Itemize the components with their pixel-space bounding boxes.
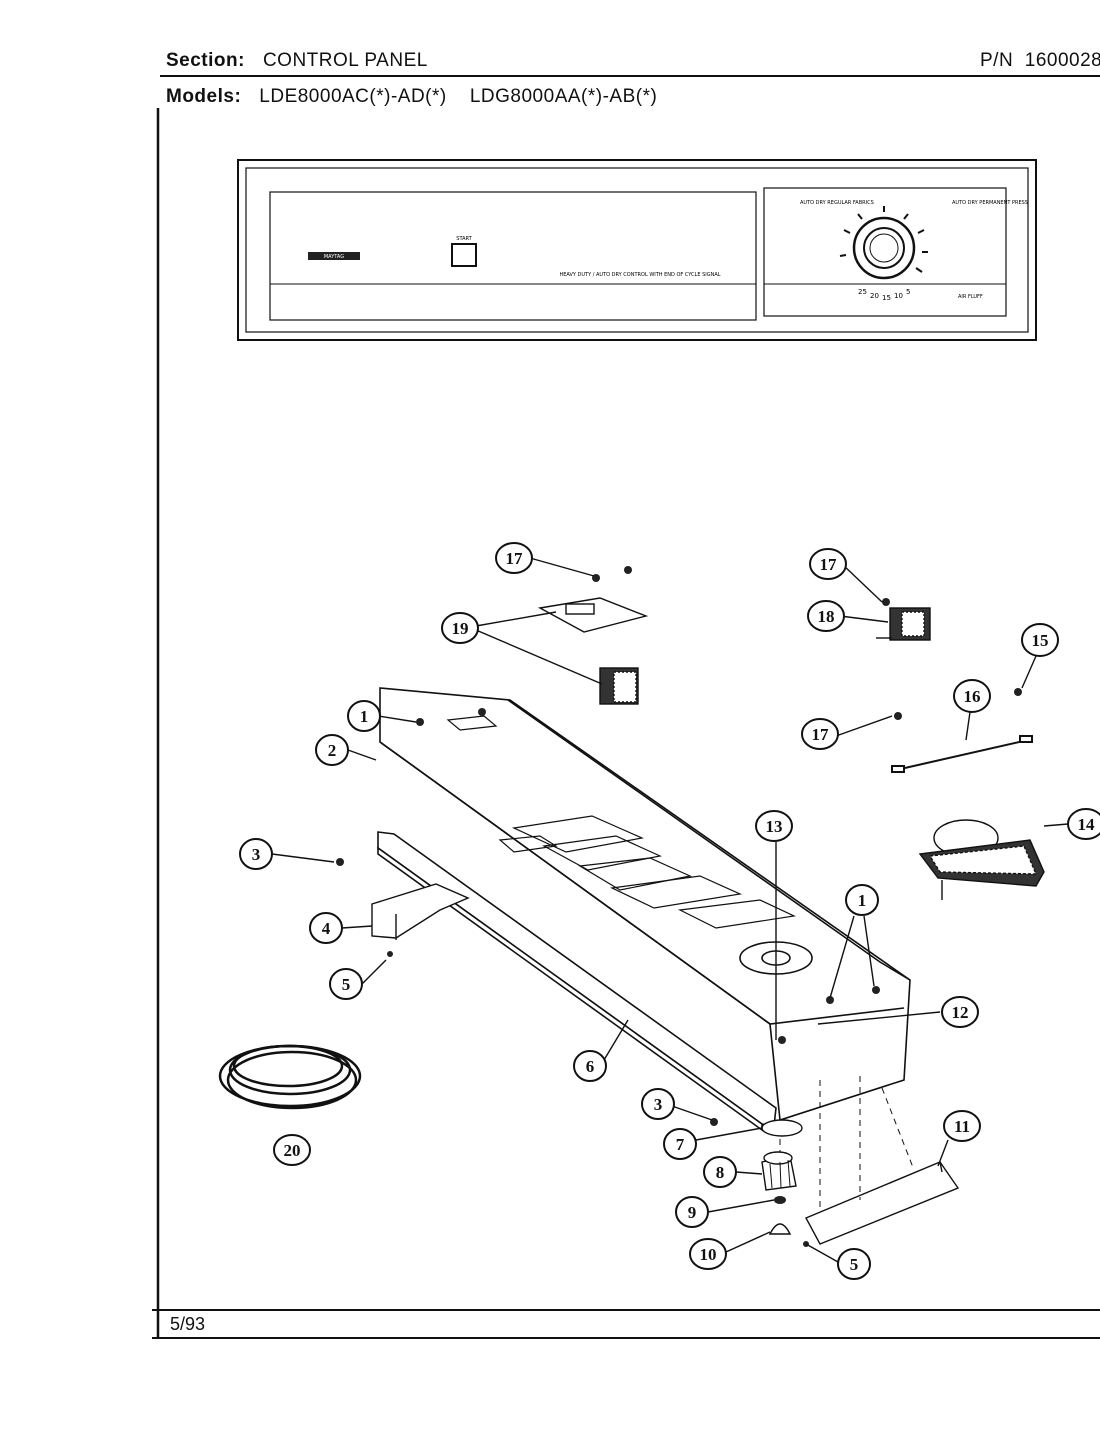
callout-12: 12 xyxy=(941,996,979,1028)
models-header: Models: LDE8000AC(*)-AD(*) LDG8000AA(*)-A… xyxy=(166,86,657,108)
cycle-signal-label: HEAVY DUTY / AUTO DRY CONTROL WITH END O… xyxy=(559,272,720,278)
callout-11: 11 xyxy=(943,1110,981,1142)
svg-text:2: 2 xyxy=(328,741,337,760)
svg-text:14: 14 xyxy=(1078,815,1096,834)
svg-text:13: 13 xyxy=(766,817,783,836)
pn-label: P/N xyxy=(980,50,1014,71)
section-value: CONTROL PANEL xyxy=(262,50,428,71)
knob-8-part xyxy=(761,1151,797,1191)
wire-harness-part xyxy=(218,1044,362,1110)
svg-text:6: 6 xyxy=(586,1057,595,1076)
revision-date: 5/93 xyxy=(170,1314,206,1334)
pn-value: 1600028 xyxy=(1024,50,1100,71)
callout-3b: 3 xyxy=(641,1088,675,1120)
left-dial-label: AUTO DRY REGULAR FABRICS xyxy=(800,200,874,206)
switch-18-part xyxy=(876,607,931,641)
svg-text:17: 17 xyxy=(506,549,524,568)
wire-16-part xyxy=(891,735,1033,773)
callout-9: 9 xyxy=(675,1196,709,1228)
part-number: P/N 1600028 xyxy=(980,50,1100,72)
washer-9-part xyxy=(774,1196,786,1204)
callout-1a: 1 xyxy=(347,700,381,732)
svg-text:20: 20 xyxy=(284,1141,301,1160)
svg-text:3: 3 xyxy=(654,1095,663,1114)
callout-15: 15 xyxy=(1021,623,1059,657)
svg-text:17: 17 xyxy=(820,555,838,574)
svg-text:1: 1 xyxy=(360,707,369,726)
svg-text:11: 11 xyxy=(954,1117,970,1136)
callout-18: 18 xyxy=(807,600,845,632)
svg-text:5: 5 xyxy=(906,288,910,296)
callout-16: 16 xyxy=(953,679,991,713)
models-value-2: LDG8000AA(*)-AB(*) xyxy=(469,86,658,107)
callout-4: 4 xyxy=(309,912,343,944)
svg-text:15: 15 xyxy=(882,294,891,302)
timer-14-part xyxy=(918,819,1045,900)
svg-text:18: 18 xyxy=(818,607,835,626)
callout-markers: 1 2 3 4 5 6 7 8 9 10 11 12 13 14 15 16 1… xyxy=(239,542,1100,1280)
callout-2: 2 xyxy=(315,734,349,766)
timer-dial-icon xyxy=(839,206,928,280)
console-base-part xyxy=(379,687,911,1122)
callout-20: 20 xyxy=(273,1134,311,1166)
callout-3a: 3 xyxy=(239,838,273,870)
switch-19-part xyxy=(537,597,649,705)
svg-text:7: 7 xyxy=(676,1135,685,1154)
front-rail-part xyxy=(377,831,777,1132)
svg-text:19: 19 xyxy=(452,619,469,638)
bracket-11-part xyxy=(805,1161,960,1245)
brand-badge xyxy=(308,252,360,260)
svg-text:25: 25 xyxy=(858,288,867,296)
dial-number-labels: 25 20 15 10 5 xyxy=(858,288,910,302)
air-fluff-label: AIR FLUFF xyxy=(958,294,983,300)
svg-text:4: 4 xyxy=(322,919,331,938)
svg-text:12: 12 xyxy=(952,1003,969,1022)
svg-text:8: 8 xyxy=(716,1163,725,1182)
callout-14: 14 xyxy=(1067,808,1100,840)
svg-text:15: 15 xyxy=(1032,631,1049,650)
callout-8: 8 xyxy=(703,1156,737,1188)
section-label: Section: xyxy=(166,50,245,71)
callout-5b: 5 xyxy=(837,1248,871,1280)
section-header: Section: CONTROL PANEL xyxy=(166,50,428,72)
svg-text:17: 17 xyxy=(812,725,830,744)
svg-text:3: 3 xyxy=(252,845,261,864)
callout-5a: 5 xyxy=(329,968,363,1000)
callout-13: 13 xyxy=(755,810,793,842)
svg-text:10: 10 xyxy=(700,1245,717,1264)
control-panel-front: MAYTAG START HEAVY DUTY / AUTO DRY CONTR… xyxy=(237,159,1037,341)
callout-1b: 1 xyxy=(845,884,879,916)
svg-text:16: 16 xyxy=(964,687,981,706)
right-dial-label: AUTO DRY PERMANENT PRESS xyxy=(952,200,1028,206)
models-value-1: LDE8000AC(*)-AD(*) xyxy=(259,86,447,107)
start-label: START xyxy=(456,236,472,242)
svg-text:9: 9 xyxy=(688,1203,697,1222)
svg-text:10: 10 xyxy=(894,292,903,300)
callout-6: 6 xyxy=(573,1050,607,1082)
leader-lines xyxy=(271,557,1069,1263)
svg-text:5: 5 xyxy=(342,975,351,994)
svg-text:5: 5 xyxy=(850,1255,859,1274)
brand-label: MAYTAG xyxy=(324,254,344,260)
callout-10: 10 xyxy=(689,1238,727,1270)
callout-17b: 17 xyxy=(809,548,847,580)
bezel-7-part xyxy=(761,1119,803,1137)
callout-7: 7 xyxy=(663,1128,697,1160)
callout-17c: 17 xyxy=(801,718,839,750)
side-bracket-part xyxy=(371,883,470,940)
callout-17a: 17 xyxy=(495,542,533,574)
svg-text:20: 20 xyxy=(870,292,879,300)
svg-text:1: 1 xyxy=(858,891,867,910)
callout-19: 19 xyxy=(441,612,479,644)
cap-10-part xyxy=(768,1223,792,1235)
models-label: Models: xyxy=(166,86,242,107)
start-button-icon xyxy=(451,243,477,267)
